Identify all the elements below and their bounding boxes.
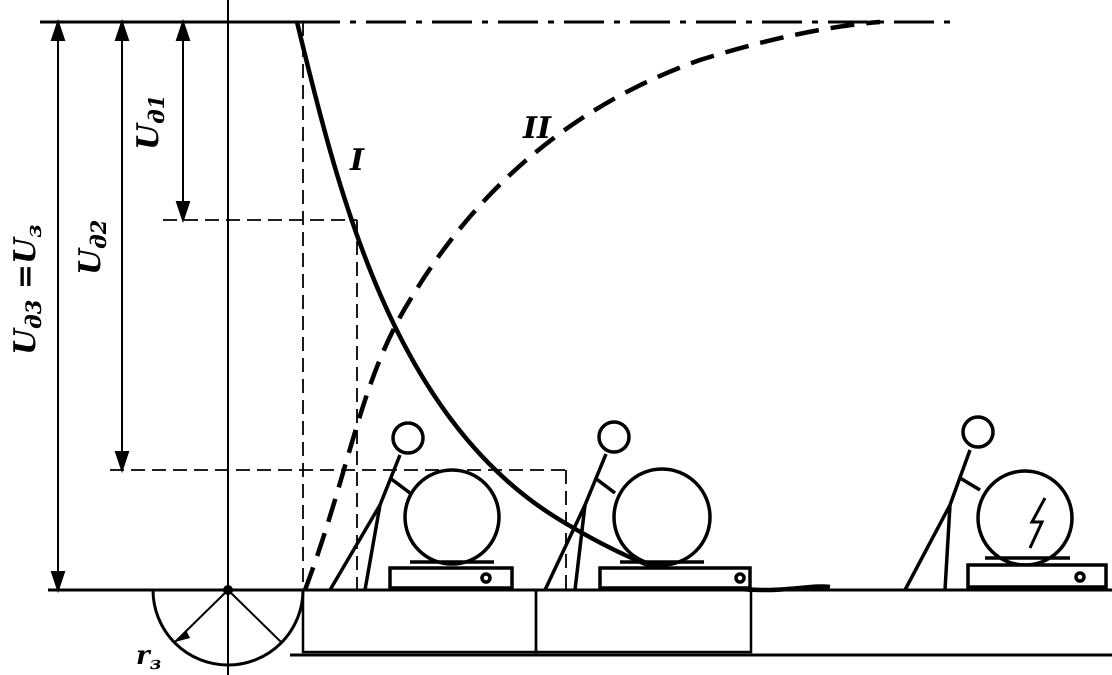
label-curve-1: I	[349, 143, 365, 178]
person-machine-2	[543, 420, 752, 591]
person-2-arm	[593, 476, 617, 495]
dimension-u-d1	[175, 18, 191, 224]
person-1-back-leg	[363, 504, 382, 591]
person-1-arm	[388, 476, 412, 495]
touch-voltage-curve-2	[302, 19, 881, 591]
person-2-back-leg	[573, 504, 587, 591]
motor-1-body	[403, 468, 501, 566]
person-machine-3	[903, 415, 1108, 591]
foundation-block-1	[301, 588, 538, 654]
person-2-head	[597, 420, 631, 454]
electrode-radius-right	[227, 589, 282, 643]
motor-3-body	[976, 469, 1074, 567]
dimension-u-d2	[114, 18, 130, 474]
person-3-back-leg	[943, 504, 952, 591]
label-radius: rз	[136, 641, 161, 674]
electrode-center-dot	[223, 585, 233, 595]
person-1-head	[391, 421, 425, 455]
motor-2-base	[598, 566, 752, 590]
person-machine-1	[328, 421, 514, 591]
person-3-body	[903, 449, 972, 591]
hemisphere-electrode	[151, 589, 305, 667]
motor-1-base	[388, 566, 514, 590]
motor-2-body	[612, 467, 712, 567]
radius-arrowhead	[175, 630, 190, 642]
foundation-block-2	[534, 588, 753, 654]
person-3-head	[961, 415, 995, 449]
person-3-arm	[959, 476, 981, 492]
person-2-body	[543, 453, 608, 591]
label-u-d2: Uд2	[73, 220, 111, 275]
fault-lightning-icon	[1028, 497, 1047, 549]
potential-curve-1	[294, 21, 831, 593]
motor-3-base	[966, 563, 1108, 589]
dimension-u-d3	[50, 18, 66, 594]
label-u-d1: Uд1	[131, 95, 169, 150]
label-u-d3-eq-u3: Uд3 =Uз	[8, 224, 46, 355]
label-curve-2: II	[522, 111, 552, 146]
